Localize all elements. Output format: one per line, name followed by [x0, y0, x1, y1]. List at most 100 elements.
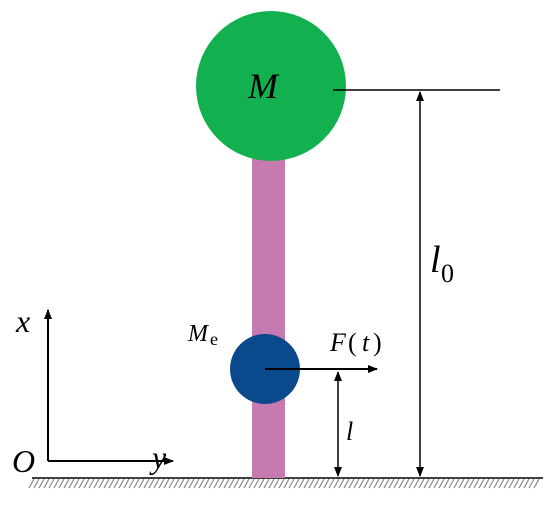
ground-hatch-mark: [43, 478, 50, 489]
force-label-close-paren: ): [373, 328, 382, 357]
ground-hatch-mark: [423, 478, 430, 489]
length-subscript: 0: [441, 259, 454, 288]
ground-hatch-mark: [428, 478, 435, 489]
eccentric-mass-subscript: e: [210, 329, 218, 349]
ground-hatch-mark: [503, 478, 510, 489]
ground-hatch-mark: [523, 478, 530, 489]
ground-hatch-mark: [218, 478, 225, 489]
ground-hatch-mark: [303, 478, 310, 489]
ground-hatch-mark: [148, 478, 155, 489]
ground-hatch-mark: [153, 478, 160, 489]
ground-hatch-mark: [458, 478, 465, 489]
ground-hatch-mark: [478, 478, 485, 489]
ground-hatch-mark: [498, 478, 505, 489]
ground-hatch-mark: [278, 478, 285, 489]
ground-hatch-mark: [138, 478, 145, 489]
ground-hatch-mark: [323, 478, 330, 489]
ground-hatch-mark: [178, 478, 185, 489]
ground-hatch-mark: [198, 478, 205, 489]
ground-hatch-mark: [53, 478, 60, 489]
ground-hatch-mark: [488, 478, 495, 489]
x-axis-label: x: [15, 303, 30, 339]
ground-hatch-mark: [408, 478, 415, 489]
ground-hatch-mark: [63, 478, 70, 489]
ground-hatch-mark: [343, 478, 350, 489]
eccentric-mass-label: M: [187, 321, 210, 347]
ground-hatch-mark: [78, 478, 85, 489]
top-mass-label: M: [247, 66, 280, 106]
ground-hatch-mark: [283, 478, 290, 489]
ground-hatch-mark: [93, 478, 100, 489]
ground-hatch-mark: [203, 478, 210, 489]
ground-hatch-mark: [118, 478, 125, 489]
force-label-open-paren: (: [348, 328, 357, 357]
ground-hatch-mark: [363, 478, 370, 489]
ground-hatch-mark: [513, 478, 520, 489]
ground-hatch-mark: [383, 478, 390, 489]
ground-hatch-mark: [308, 478, 315, 489]
ground-hatch-mark: [528, 478, 535, 489]
ground-hatch-mark: [328, 478, 335, 489]
origin-label: O: [12, 443, 35, 479]
ground-hatch-mark: [353, 478, 360, 489]
ground-hatch: [28, 478, 540, 489]
ground-hatch-mark: [183, 478, 190, 489]
ground-hatch-mark: [143, 478, 150, 489]
ground-hatch-mark: [518, 478, 525, 489]
ground-hatch-mark: [493, 478, 500, 489]
force-label-t: t: [362, 328, 370, 357]
ground-hatch-mark: [448, 478, 455, 489]
ground-hatch-mark: [393, 478, 400, 489]
ground-hatch-mark: [113, 478, 120, 489]
ground-hatch-mark: [238, 478, 245, 489]
ground-hatch-mark: [208, 478, 215, 489]
ground-hatch-mark: [38, 478, 45, 489]
ground-hatch-mark: [358, 478, 365, 489]
ground-hatch-mark: [438, 478, 445, 489]
ground-hatch-mark: [168, 478, 175, 489]
ground-hatch-mark: [188, 478, 195, 489]
ground-hatch-mark: [133, 478, 140, 489]
top-mass: [196, 11, 346, 161]
ground-hatch-mark: [213, 478, 220, 489]
ground-hatch-mark: [228, 478, 235, 489]
ground-hatch-mark: [193, 478, 200, 489]
ground-hatch-mark: [288, 478, 295, 489]
ground-hatch-mark: [58, 478, 65, 489]
ground-hatch-mark: [368, 478, 375, 489]
ground-hatch-mark: [98, 478, 105, 489]
ground-hatch-mark: [88, 478, 95, 489]
ground-hatch-mark: [258, 478, 265, 489]
ground-hatch-mark: [338, 478, 345, 489]
ground-hatch-mark: [388, 478, 395, 489]
ground-hatch-mark: [313, 478, 320, 489]
ground-hatch-mark: [103, 478, 110, 489]
ground-hatch-mark: [83, 478, 90, 489]
ground-hatch-mark: [508, 478, 515, 489]
length-label: l: [430, 239, 441, 281]
ground-hatch-mark: [273, 478, 280, 489]
ground-hatch-mark: [433, 478, 440, 489]
ground-hatch-mark: [318, 478, 325, 489]
ground-hatch-mark: [243, 478, 250, 489]
ground-hatch-mark: [348, 478, 355, 489]
ground-hatch-mark: [268, 478, 275, 489]
ground-hatch-mark: [293, 478, 300, 489]
ground-hatch-mark: [468, 478, 475, 489]
height-label: l: [346, 417, 353, 446]
ground-hatch-mark: [68, 478, 75, 489]
force-label-f: F: [329, 328, 347, 357]
ground-hatch-mark: [533, 478, 540, 489]
ground-hatch-mark: [33, 478, 40, 489]
ground-hatch-mark: [248, 478, 255, 489]
ground-hatch-mark: [418, 478, 425, 489]
ground-hatch-mark: [73, 478, 80, 489]
ground-hatch-mark: [298, 478, 305, 489]
ground-hatch-mark: [453, 478, 460, 489]
ground-hatch-mark: [473, 478, 480, 489]
ground-hatch-mark: [443, 478, 450, 489]
y-axis-label: y: [149, 439, 167, 475]
ground-hatch-mark: [108, 478, 115, 489]
